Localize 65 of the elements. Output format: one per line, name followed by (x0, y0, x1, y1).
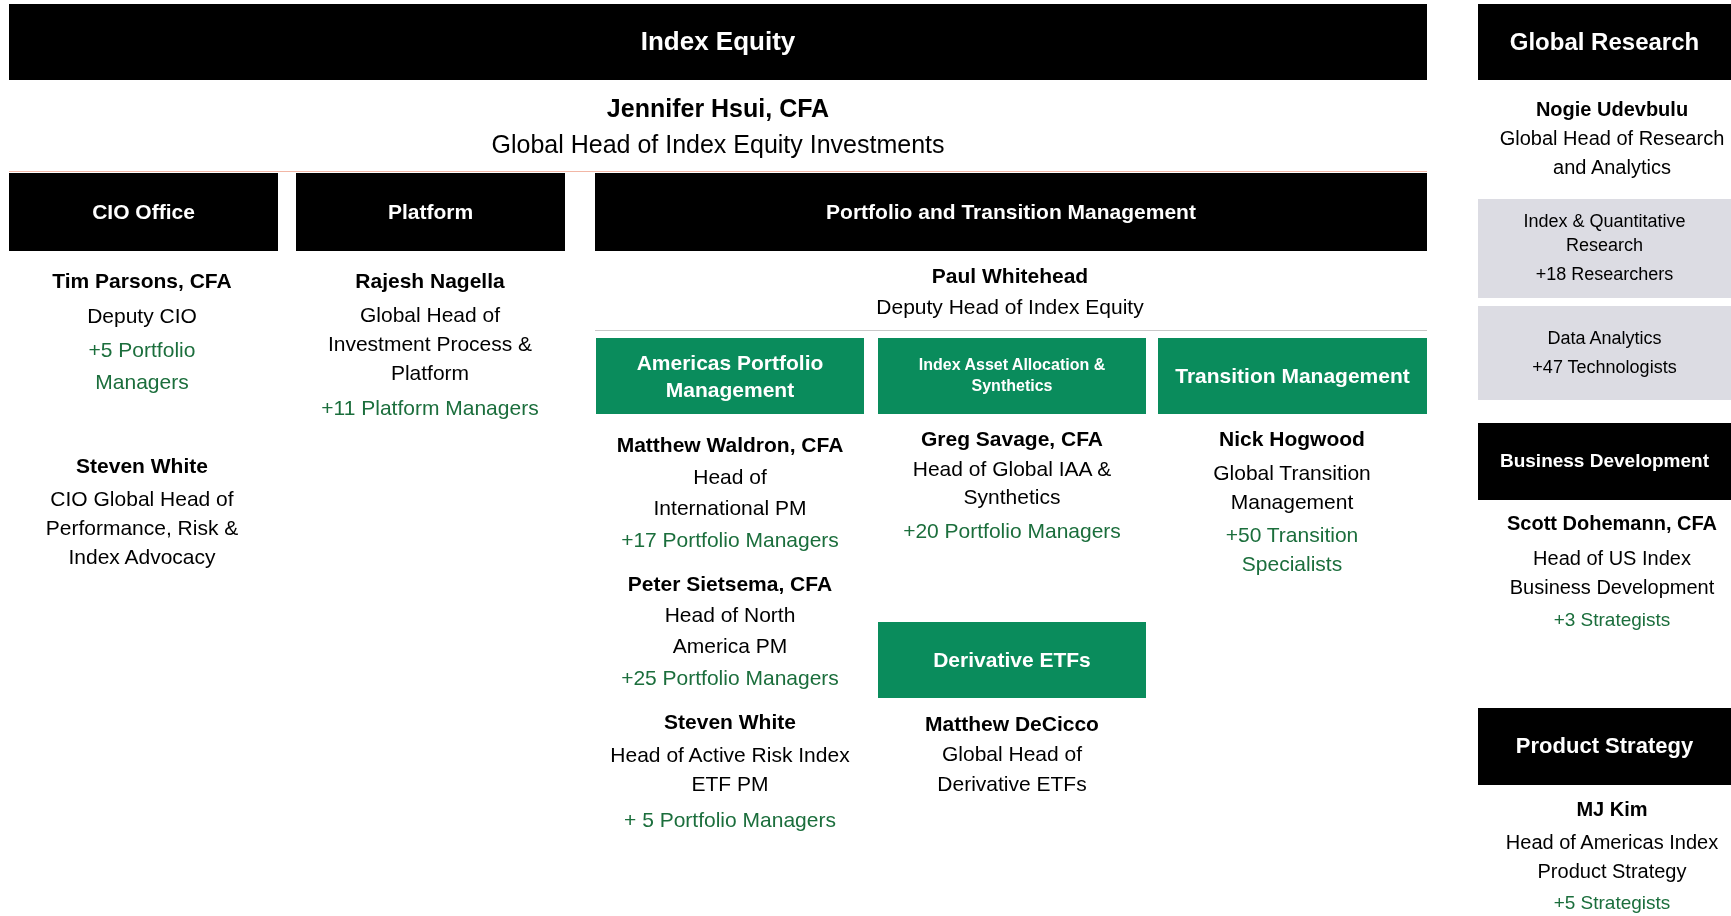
section-header (9, 4, 1427, 80)
person-name: Tim Parsons, CFA (51, 268, 233, 294)
header-title: Platform (387, 199, 474, 226)
team-size: + 5 Portfolio Managers (623, 807, 837, 833)
team-size: +18 Researchers (1535, 263, 1674, 287)
header-title: Index Equity (640, 25, 796, 59)
section-header (296, 173, 565, 251)
person-name: MJ Kim (1575, 797, 1649, 822)
header-title: Business Development (1499, 449, 1710, 474)
team-size: +25 Portfolio Managers (620, 665, 840, 691)
section-header (1478, 423, 1731, 500)
person-name: Rajesh Nagella (354, 268, 506, 294)
team-size: +5 Portfolio Managers (87, 337, 197, 395)
team-size: +3 Strategists (1552, 608, 1672, 632)
job-title: Head of Americas Index Product Strategy (1504, 830, 1720, 884)
person-name: Scott Dohemann, CFA (1506, 511, 1718, 536)
team-size: +17 Portfolio Managers (620, 527, 840, 553)
team-size: +50 Transition Specialists (1224, 522, 1360, 577)
header-title: Index Asset Allocation & Synthetics (917, 355, 1107, 396)
job-title: Global Head of Index Equity Investments (490, 129, 946, 160)
team-size: +5 Strategists (1552, 891, 1672, 915)
header-title: Product Strategy (1515, 732, 1694, 761)
job-title: Deputy CIO (86, 303, 198, 329)
job-title: Global Head of Research and Analytics (1498, 126, 1726, 180)
header-title: CIO Office (92, 199, 195, 226)
header-title: Americas Portfolio Management (635, 349, 825, 403)
team-header (596, 338, 864, 414)
section-header (1478, 708, 1731, 785)
job-title: Global Transition Management (1212, 460, 1372, 515)
person-name: Steven White (663, 709, 797, 735)
team-size: +20 Portfolio Managers (902, 518, 1122, 544)
section-header (9, 173, 278, 251)
job-title: Head of International PM (652, 464, 808, 521)
person-name: Nick Hogwood (1218, 426, 1366, 452)
team-header (878, 338, 1146, 414)
person-name: Greg Savage, CFA (919, 426, 1105, 452)
person-name: Steven White (75, 453, 209, 479)
job-title: Global Head of Derivative ETFs (936, 741, 1088, 797)
header-title: Derivative ETFs (933, 647, 1091, 674)
job-title: Global Head of Investment Process & Platform (326, 302, 534, 386)
section-header (1478, 4, 1731, 80)
team-size: +11 Platform Managers (320, 395, 540, 421)
job-title: Deputy Head of Index Equity (875, 294, 1145, 320)
header-title: Data Analytics (1547, 326, 1662, 350)
person-name: Paul Whitehead (930, 263, 1090, 289)
section-header (595, 173, 1427, 251)
header-title: Portfolio and Transition Management (826, 199, 1196, 226)
job-title: Head of Active Risk Index ETF PM (609, 742, 851, 797)
team-card (1478, 199, 1731, 298)
team-header (878, 622, 1146, 698)
person-name: Jennifer Hsui, CFA (605, 93, 831, 124)
job-title: Head of North America PM (663, 602, 797, 659)
person-name: Matthew DeCicco (924, 711, 1100, 737)
header-title: Transition Management (1175, 363, 1410, 390)
person-name: Peter Sietsema, CFA (626, 571, 834, 597)
team-card (1478, 306, 1731, 400)
header-title: Global Research (1509, 27, 1700, 58)
person-name: Nogie Udevbulu (1534, 97, 1690, 122)
team-size: +47 Technologists (1532, 356, 1677, 379)
job-title: Head of Global IAA & Synthetics (911, 456, 1113, 510)
job-title: CIO Global Head of Performance, Risk & Index Advocacy (44, 486, 240, 570)
person-name: Matthew Waldron, CFA (615, 432, 845, 458)
job-title: Head of US Index Business Development (1508, 546, 1716, 600)
header-title: Index & Quantitative Research (1522, 210, 1687, 257)
team-header (1158, 338, 1427, 414)
